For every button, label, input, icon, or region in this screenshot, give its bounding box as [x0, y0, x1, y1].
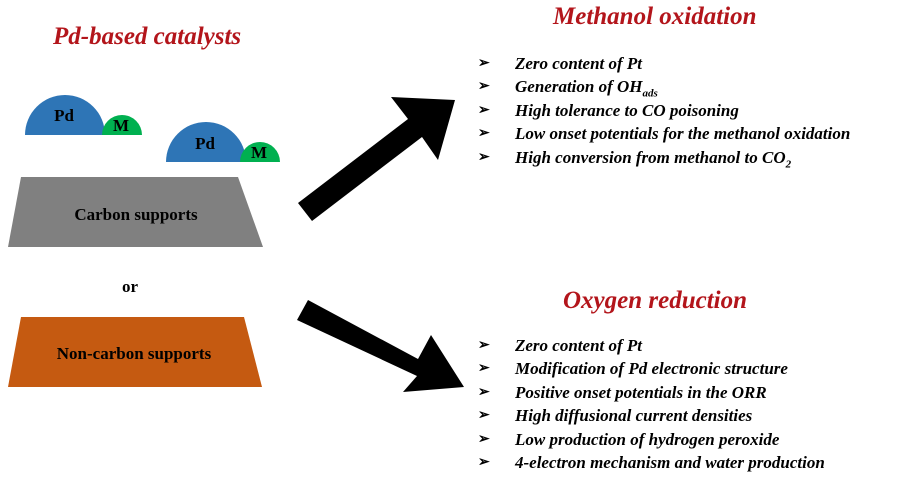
methanol-item-4: ➢ Low onset potentials for the methanol o…: [478, 122, 850, 145]
bullet-arrow-icon: ➢: [478, 102, 490, 118]
oxygen-item-text: 4-electron mechanism and water productio…: [515, 452, 825, 472]
methanol-item-text: High tolerance to CO poisoning: [515, 100, 739, 120]
oxygen-item-text: Low production of hydrogen peroxide: [515, 429, 780, 449]
oxygen-item-text: Modification of Pd electronic structure: [515, 359, 788, 379]
bullet-arrow-icon: ➢: [478, 126, 490, 142]
oxygen-reduction-title: Oxygen reduction: [563, 287, 748, 314]
m-particle-1-label: M: [113, 116, 129, 135]
pd-based-catalysts-title: Pd-based catalysts: [53, 23, 242, 50]
bullet-arrow-icon: ➢: [478, 149, 490, 165]
pd-particle-1-label: Pd: [54, 106, 74, 125]
oxygen-item-text: Zero content of Pt: [515, 336, 643, 355]
carbon-support-trapezoid: [8, 177, 263, 247]
bullet-arrow-icon: ➢: [478, 79, 490, 95]
pd-particle-2: [166, 122, 246, 162]
bullet-arrow-icon: ➢: [478, 408, 490, 424]
oxygen-reduction-list: ➢ Zero content of Pt ➢ Modification of Pd e…: [478, 334, 825, 474]
methanol-item-1: ➢ Zero content of Pt: [478, 52, 850, 75]
bullet-arrow-icon: ➢: [478, 338, 490, 353]
oxygen-item-2: ➢ Modification of Pd electronic structure: [478, 357, 825, 380]
methanol-item-subscript: 2: [785, 157, 792, 170]
methanol-item-text: High conversion from methanol to CO: [515, 147, 786, 167]
methanol-item-2: ➢ Generation of OHads: [478, 75, 850, 100]
methanol-item-5: ➢ High conversion from methanol to CO2: [478, 146, 850, 170]
noncarbon-support-label: Non-carbon supports: [57, 344, 212, 363]
bullet-arrow-icon: ➢: [478, 431, 490, 447]
oxygen-item-6: ➢ 4-electron mechanism and water producti…: [478, 451, 825, 474]
oxygen-item-3: ➢ Positive onset potentials in the ORR: [478, 381, 825, 404]
oxygen-item-1: ➢ Zero content of Pt: [478, 334, 825, 357]
methanol-item-text: Zero content of Pt: [515, 54, 643, 73]
oxygen-item-text: High diffusional current densities: [515, 406, 753, 426]
m-particle-2-label: M: [251, 143, 267, 162]
methanol-oxidation-list: ➢Zero content of Pt➢Generation of OHads➢…: [478, 52, 850, 169]
carbon-support-label: Carbon supports: [74, 205, 198, 224]
noncarbon-support-trapezoid: [8, 317, 262, 387]
oxygen-item-5: ➢ Low production of hydrogen peroxide: [478, 428, 825, 451]
arrow-to-oxygen-reduction: [297, 300, 464, 392]
methanol-item-text: Generation of OH: [515, 77, 643, 97]
methanol-item-3: ➢ High tolerance to CO poisoning: [478, 99, 850, 122]
arrow-to-methanol-oxidation: [298, 97, 455, 221]
methanol-oxidation-title: Methanol oxidation: [553, 3, 757, 30]
oxygen-item-text: Positive onset potentials in the ORR: [515, 382, 767, 402]
m-particle-1: [102, 115, 142, 135]
or-label: or: [122, 277, 139, 296]
bullet-arrow-icon: ➢: [478, 56, 490, 71]
methanol-item-text: Low onset potentials for the methanol ox…: [515, 124, 851, 144]
bullet-arrow-icon: ➢: [478, 384, 490, 400]
m-particle-2: [240, 142, 280, 162]
oxygen-item-4: ➢ High diffusional current densities: [478, 404, 825, 427]
bullet-arrow-icon: ➢: [478, 361, 490, 377]
pd-particle-2-label: Pd: [195, 134, 215, 153]
bullet-arrow-icon: ➢: [478, 454, 490, 470]
methanol-item-subscript: ads: [642, 87, 658, 100]
pd-particle-1: [25, 95, 105, 135]
